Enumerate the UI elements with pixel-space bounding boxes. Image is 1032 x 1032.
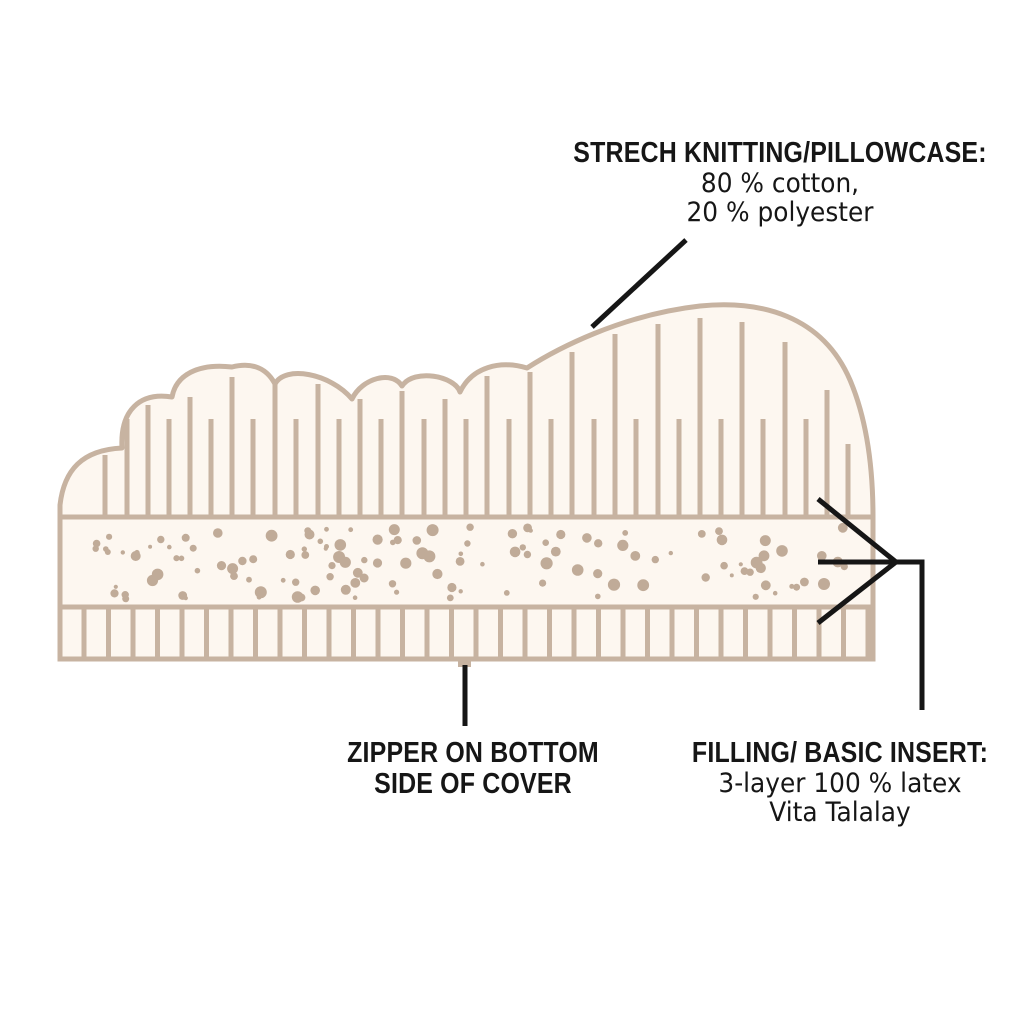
knitting-leader xyxy=(590,238,688,329)
zipper-callout: ZIPPER ON BOTTOM SIDE OF COVER xyxy=(300,737,646,801)
filling-title: FILLING/ BASIC INSERT: xyxy=(691,737,989,769)
filling-callout: FILLING/ BASIC INSERT: 3-layer 100 % lat… xyxy=(640,737,1032,829)
pillow-top-cover xyxy=(57,302,876,520)
knitting-title: STRECH KNITTING/PILLOWCASE: xyxy=(573,137,987,169)
bottom-ribs xyxy=(81,609,871,657)
zipper-line-1: ZIPPER ON BOTTOM xyxy=(347,737,599,769)
filling-line-1: 3-layer 100 % latex xyxy=(718,768,962,800)
knitting-line-2: 20 % polyester xyxy=(686,197,874,229)
zipper-tab xyxy=(458,659,471,667)
filling-leader-top xyxy=(816,497,898,564)
latex-pores xyxy=(92,522,848,603)
bottom-layer xyxy=(57,604,876,662)
latex-layer xyxy=(57,514,876,610)
knit-stripes xyxy=(102,318,851,517)
filling-line-2: Vita Talalay xyxy=(769,797,911,829)
zipper-line-2: SIDE OF COVER xyxy=(374,768,572,801)
knitting-callout: STRECH KNITTING/PILLOWCASE: 80 % cotton,… xyxy=(520,137,1032,229)
knitting-line-1: 80 % cotton, xyxy=(700,168,860,200)
leader-lines xyxy=(462,238,925,726)
filling-leader-elbow xyxy=(894,559,925,710)
filling-leader-bottom xyxy=(816,560,898,625)
